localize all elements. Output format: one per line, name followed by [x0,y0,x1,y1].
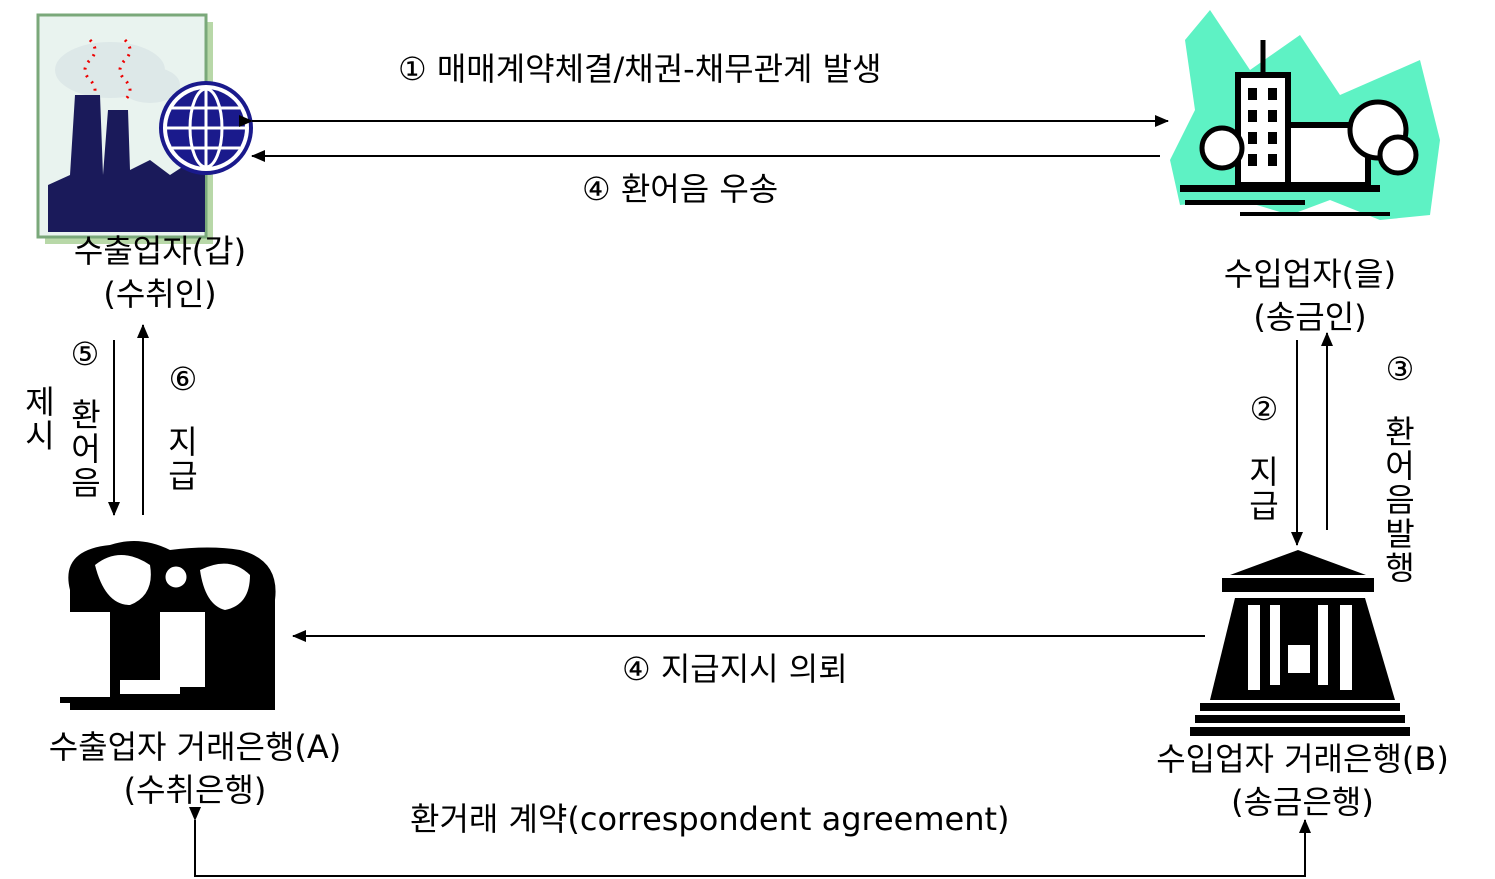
label-step1: ① 매매계약체결/채권-채무관계 발생 [398,50,882,88]
label-correspondent: 환거래 계약(correspondent agreement) [410,800,1010,838]
bank-building-icon [1190,550,1410,736]
label-step4-bill-send: ④ 환어음 우송 [582,170,779,208]
label-step2-num: ② [1249,390,1279,428]
exporter-name: 수출업자(갑) [73,232,247,270]
label-step5-bill: 환 어 음 [71,396,101,502]
label-step5-present: 제 시 [25,383,55,455]
label-step6-num: ⑥ [168,360,198,398]
label-step3-issue: 환 어 음 발 행 [1385,413,1415,587]
importer-bank-name: 수입업자 거래은행(B) [1156,740,1449,778]
label-step3-num: ③ [1385,350,1415,388]
exporter-bank-role: (수취은행) [123,771,267,809]
exporter-bank-name: 수출업자 거래은행(A) [48,728,342,766]
city-buildings-icon [1170,10,1440,220]
label-step4-payment-request: ④ 지급지시 의뢰 [622,650,848,688]
exporter-role: (수취인) [103,275,217,313]
bank-clerk-handshake-icon [60,541,276,710]
label-step2-pay: 지 급 [1249,453,1279,525]
importer-bank-role: (송금은행) [1231,783,1374,821]
importer-name: 수입업자(을) [1223,255,1397,293]
arrow-correspondent [189,807,1311,877]
label-step6-pay: 지 급 [168,423,198,495]
importer-role: (송금인) [1253,298,1367,336]
label-step5-num: ⑤ [70,335,100,373]
factory-globe-icon [36,13,253,244]
